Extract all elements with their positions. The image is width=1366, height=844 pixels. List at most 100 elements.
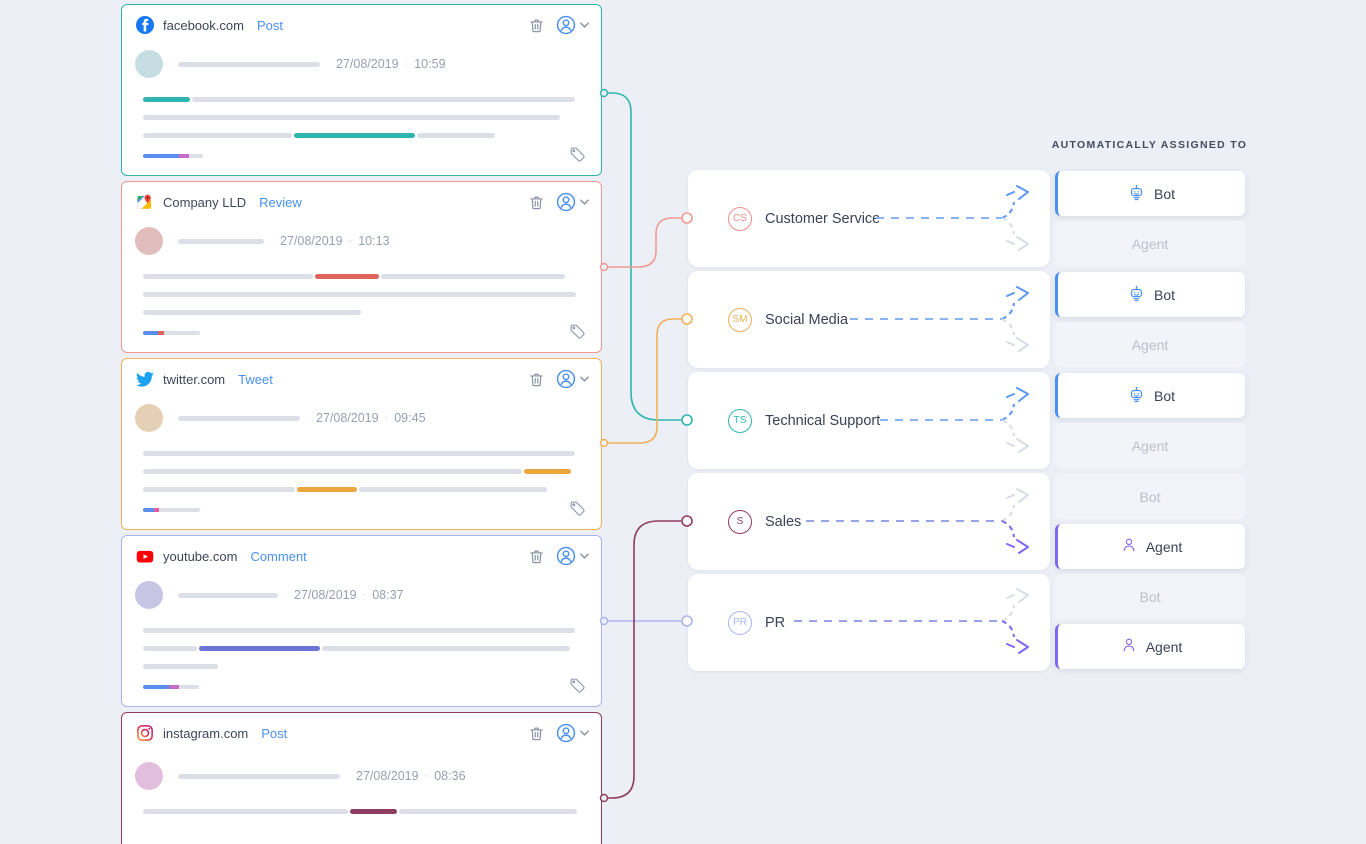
post-datetime: 27/08/2019·10:13	[280, 234, 390, 248]
card-header: twitter.com Tweet	[136, 359, 589, 399]
delete-button[interactable]	[528, 17, 545, 34]
card-header: facebook.com Post	[136, 5, 589, 45]
card-header: Company LLD Review	[136, 182, 589, 222]
post-type-link[interactable]: Comment	[250, 548, 307, 564]
author-row: 27/08/2019·09:45	[135, 404, 426, 432]
post-card-twitter[interactable]: twitter.com Tweet 27/08/2019·09:45	[121, 358, 602, 530]
post-card-youtube[interactable]: youtube.com Comment 27/08/2019·08:37	[121, 535, 602, 707]
chevron-down-icon	[580, 376, 589, 382]
delete-button[interactable]	[528, 725, 545, 742]
category-label: PR	[765, 614, 786, 631]
bot-option-pr[interactable]: Bot	[1055, 574, 1245, 619]
bot-option-social-media[interactable]: Bot	[1055, 272, 1245, 317]
avatar	[135, 404, 163, 432]
agent-option-technical-support[interactable]: Agent	[1055, 423, 1245, 468]
avatar	[135, 762, 163, 790]
site-name: twitter.com	[163, 371, 226, 387]
agent-option-customer-service[interactable]: Agent	[1055, 221, 1245, 266]
site-name: instagram.com	[163, 725, 249, 741]
bot-option-technical-support[interactable]: Bot	[1055, 373, 1245, 418]
delete-button[interactable]	[528, 371, 545, 388]
post-text-placeholder	[143, 628, 577, 682]
category-badge: TS	[728, 408, 752, 433]
assign-user-button[interactable]	[555, 368, 589, 390]
post-datetime: 27/08/2019·10:59	[336, 57, 446, 71]
post-card-google-review[interactable]: Company LLD Review 27/08/2019·10:13	[121, 181, 602, 353]
post-datetime: 27/08/2019·08:37	[294, 588, 404, 602]
agent-label: Agent	[1131, 235, 1169, 252]
twitter-icon	[136, 370, 154, 388]
post-type-link[interactable]: Post	[256, 17, 283, 33]
post-text-placeholder	[143, 451, 577, 505]
post-text-placeholder	[143, 809, 579, 827]
sentiment-bar	[143, 685, 199, 689]
post-card-instagram[interactable]: instagram.com Post 27/08/2019·08:36	[121, 712, 602, 844]
agent-option-social-media[interactable]: Agent	[1055, 322, 1245, 367]
post-card-facebook[interactable]: facebook.com Post 27/08/2019·10:59	[121, 4, 602, 176]
bot-label: Bot	[1153, 185, 1175, 202]
assign-user-button[interactable]	[555, 191, 589, 213]
author-row: 27/08/2019·08:36	[135, 762, 466, 790]
site-name: facebook.com	[163, 17, 244, 33]
author-name-placeholder	[178, 773, 340, 779]
bot-label: Bot	[1153, 387, 1175, 404]
delete-button[interactable]	[528, 548, 545, 565]
category-label: Customer Service	[765, 210, 881, 227]
assign-user-button[interactable]	[555, 545, 589, 567]
post-type-link[interactable]: Review	[259, 194, 302, 210]
chevron-down-icon	[580, 730, 589, 736]
chevron-down-icon	[580, 199, 589, 205]
avatar	[135, 581, 163, 609]
tag-icon[interactable]	[569, 323, 586, 345]
facebook-icon	[136, 16, 154, 34]
card-header: youtube.com Comment	[136, 536, 589, 576]
agent-option-sales[interactable]: Agent	[1055, 524, 1245, 569]
sentiment-bar	[143, 508, 200, 512]
agent-label: Agent	[1131, 336, 1169, 353]
bot-icon	[1128, 386, 1145, 406]
category-sales[interactable]: S Sales	[688, 473, 1050, 570]
category-customer-service[interactable]: CS Customer Service	[688, 170, 1050, 267]
author-row: 27/08/2019·10:59	[135, 50, 446, 78]
bot-option-sales[interactable]: Bot	[1055, 474, 1245, 519]
assign-user-button[interactable]	[555, 722, 589, 744]
youtube-icon	[136, 547, 154, 565]
category-badge: S	[728, 509, 752, 534]
bot-label: Bot	[1139, 588, 1161, 605]
site-name: Company LLD	[163, 194, 247, 210]
category-label: Sales	[765, 513, 802, 530]
delete-button[interactable]	[528, 194, 545, 211]
bot-icon	[1128, 184, 1145, 204]
bot-label: Bot	[1139, 488, 1161, 505]
avatar	[135, 227, 163, 255]
post-datetime: 27/08/2019·09:45	[316, 411, 426, 425]
author-name-placeholder	[178, 238, 264, 244]
tag-icon[interactable]	[569, 500, 586, 522]
author-row: 27/08/2019·10:13	[135, 227, 390, 255]
category-badge: SM	[728, 307, 752, 332]
category-badge: PR	[728, 610, 752, 635]
chevron-down-icon	[580, 553, 589, 559]
category-badge: CS	[728, 206, 752, 231]
tag-icon[interactable]	[569, 677, 586, 699]
category-social-media[interactable]: SM Social Media	[688, 271, 1050, 368]
agent-icon	[1121, 637, 1137, 656]
bot-option-customer-service[interactable]: Bot	[1055, 171, 1245, 216]
agent-option-pr[interactable]: Agent	[1055, 624, 1245, 669]
google-maps-icon	[136, 193, 154, 211]
category-technical-support[interactable]: TS Technical Support	[688, 372, 1050, 469]
tag-icon[interactable]	[569, 146, 586, 168]
category-label: Technical Support	[765, 412, 881, 429]
agent-label: Agent	[1131, 437, 1169, 454]
assign-user-button[interactable]	[555, 14, 589, 36]
category-pr[interactable]: PR PR	[688, 574, 1050, 671]
post-text-placeholder	[143, 274, 578, 328]
agent-label: Agent	[1145, 538, 1183, 555]
chevron-down-icon	[580, 22, 589, 28]
category-label: Social Media	[765, 311, 849, 328]
post-type-link[interactable]: Tweet	[238, 371, 273, 387]
agent-icon	[1121, 537, 1137, 556]
post-type-link[interactable]: Post	[261, 725, 288, 741]
agent-label: Agent	[1145, 638, 1183, 655]
